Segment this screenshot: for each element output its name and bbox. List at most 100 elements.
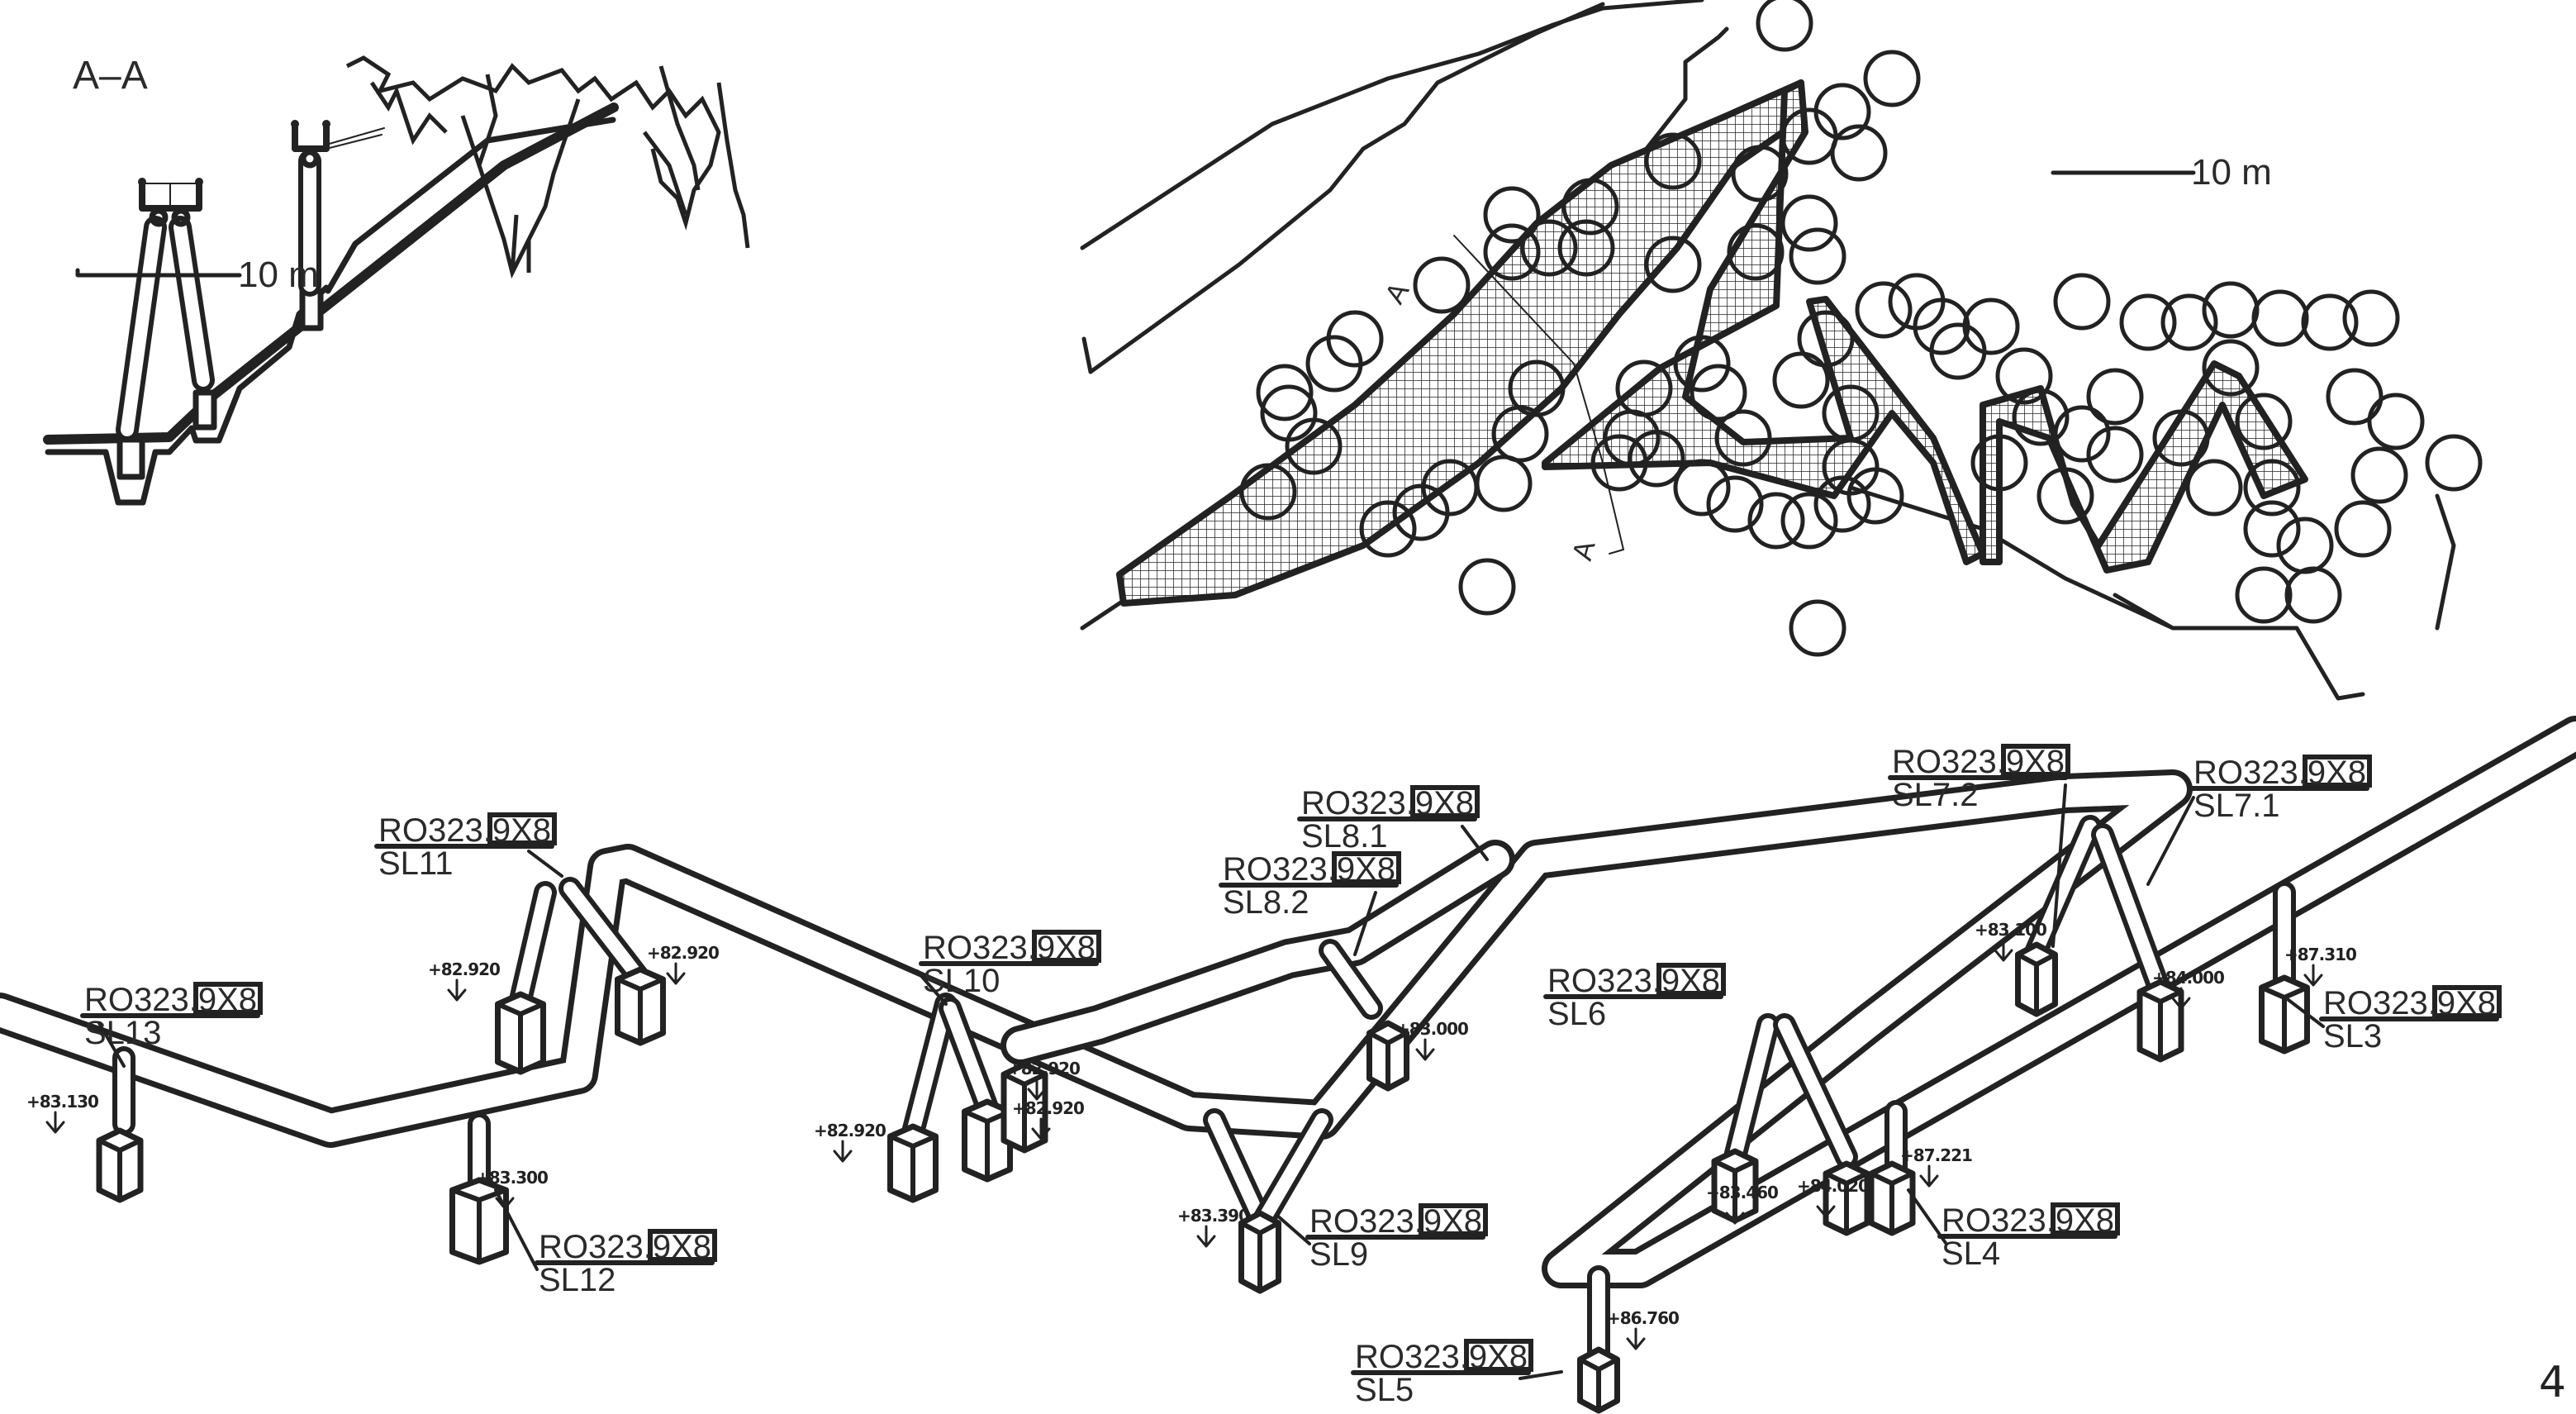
support-id: SL10 (923, 963, 1000, 999)
tree-canopy-icon (1714, 409, 1772, 467)
code-highlight-box (487, 812, 557, 845)
elevation-marker-icon (1725, 1202, 1745, 1225)
foundation-block (1823, 1160, 1870, 1236)
elevation-marker-icon (1027, 1078, 1047, 1101)
support-id: SL8.2 (1223, 884, 1309, 921)
foundation-block (1577, 1346, 1620, 1414)
support-id: SL13 (84, 1015, 161, 1051)
elevation-tag: +82.920 (1008, 1059, 1080, 1078)
tree-canopy-icon (2326, 368, 2384, 426)
support-id: SL3 (2323, 1018, 2382, 1055)
support-id: SL9 (1309, 1236, 1368, 1273)
tree-canopy-icon (2350, 446, 2408, 504)
section-code: RO323,9X8 (1223, 851, 1395, 888)
foundation-block (449, 1177, 509, 1265)
code-highlight-box (1032, 930, 1101, 963)
code-highlight-box (2001, 744, 2070, 777)
tree-canopy-icon (1780, 194, 1838, 252)
section-code: RO323.9X8 (84, 982, 257, 1018)
tree-canopy-icon (2251, 289, 2309, 347)
tree-canopy-icon (2185, 459, 2243, 517)
foundation-block (2015, 941, 2058, 1017)
elevation-tag: +83.460 (1706, 1183, 1778, 1202)
tree-canopy-icon (2086, 368, 2144, 426)
section-code: RO323,9X8 (1892, 744, 2065, 780)
elevation-marker-icon (45, 1111, 65, 1134)
tree-canopy-icon (1520, 219, 1578, 277)
tree-canopy-icon (2425, 434, 2483, 492)
support-id: SL5 (1355, 1372, 1414, 1408)
elevation-marker-icon (1994, 939, 2013, 962)
elevation-marker-icon (1919, 1164, 1939, 1188)
leader-line (1519, 1370, 1563, 1380)
tree-canopy-icon (1673, 459, 1731, 517)
walkway-plan (1116, 79, 1804, 607)
elevation-marker-icon (447, 978, 467, 1002)
foundation-block (615, 966, 666, 1046)
leader-line (1275, 1213, 1311, 1245)
support-id: SL4 (1942, 1235, 2000, 1272)
elevation-marker-icon (666, 962, 686, 985)
foundation-block (495, 991, 546, 1075)
scale-label: 10 m (238, 255, 319, 295)
code-highlight-box (1419, 1203, 1488, 1236)
tree-canopy-icons (1239, 0, 2483, 657)
tree-canopy-icon (1590, 434, 1648, 492)
elevation-tag: +87.310 (2284, 945, 2356, 964)
elevation-tag: +84.020 (1797, 1176, 1869, 1196)
elevation-tag: +83.390 (1177, 1206, 1249, 1226)
tree-canopy-icon (2152, 409, 2210, 467)
tree-canopy-icon (1673, 335, 1731, 393)
support-id: SL7.1 (2193, 788, 2280, 824)
code-highlight-box (193, 982, 263, 1015)
elevation-marker-icon (1816, 1195, 1836, 1218)
tree-canopy-icon (2243, 459, 2301, 517)
tree-canopy-icon (2119, 293, 2177, 351)
foundation-block (1711, 1148, 1759, 1224)
tree-canopy-icon (2202, 339, 2260, 397)
elevation-tag: +83.130 (26, 1092, 98, 1112)
footings (96, 941, 2310, 1414)
walkway-plan (1980, 360, 2308, 574)
tree-canopy-icon (1747, 492, 1805, 550)
tree-canopy-icon (2334, 500, 2392, 558)
tree-canopy-icon (1789, 227, 1846, 285)
support-id: SL12 (539, 1262, 615, 1298)
scale-label: 10 m (2191, 152, 2272, 193)
walkway-section (138, 178, 203, 227)
scale-bar (75, 268, 242, 278)
tree-canopy-icon (2276, 517, 2334, 574)
code-highlight-box (1410, 785, 1480, 818)
foundation-block (116, 436, 145, 480)
excavation-line (45, 117, 616, 506)
tree-canopy-icon (2086, 426, 2144, 483)
tree-canopy-icon (1475, 455, 1533, 512)
section-code: RO323,9X8 (1301, 785, 1474, 821)
elevation-tag: +86.760 (1607, 1308, 1679, 1328)
tree-canopy-icon (2367, 393, 2425, 450)
elevation-marker-icon (495, 1187, 515, 1210)
leader-line (527, 850, 563, 878)
tree-canopy-icon (1644, 236, 1702, 293)
foundation-block (887, 1123, 939, 1203)
tree-canopy-icon (2037, 467, 2094, 525)
elevation-tag: +82.920 (814, 1121, 886, 1140)
foundation-block (192, 389, 217, 431)
leader-line (915, 969, 948, 1006)
pipe-run (0, 716, 2576, 1288)
tree-canopy-icon (1628, 430, 1685, 488)
leader-line (1461, 825, 1489, 861)
support-id: SL6 (1547, 996, 1606, 1032)
tree-canopy-icon (1772, 351, 1830, 409)
tree-canopy-icon (1780, 492, 1838, 550)
